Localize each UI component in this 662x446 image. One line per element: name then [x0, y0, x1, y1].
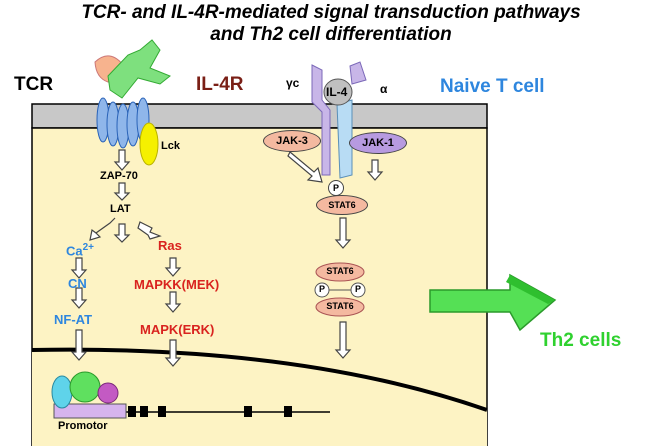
tcr-label: TCR	[14, 74, 54, 95]
stat6-dimer-bottom-label: STAT6	[326, 301, 354, 311]
alpha-chain-top	[349, 61, 367, 85]
th2-cells-label: Th2 cells	[540, 330, 622, 351]
cn-label: CN	[68, 276, 87, 291]
mapk-label: MAPK(ERK)	[140, 322, 215, 337]
title-line-2: and Th2 cell differentiation	[210, 24, 452, 45]
promoter-box	[53, 403, 127, 419]
lat-label: LAT	[110, 203, 131, 215]
tf-purple	[97, 382, 119, 404]
nfat-label: NF-AT	[54, 312, 93, 327]
mapkk-label: MAPKK(MEK)	[134, 277, 220, 292]
p-left-label: P	[318, 284, 325, 294]
title-line-1: TCR- and IL-4R-mediated signal transduct…	[81, 2, 581, 23]
zap70-label: ZAP-70	[100, 170, 138, 182]
alpha-label: α	[380, 82, 388, 96]
ca-label: Ca2+	[66, 242, 95, 259]
nucleus-area	[32, 349, 487, 446]
tf-green	[69, 371, 101, 403]
lck-label: Lck	[161, 140, 180, 152]
jak3-pill: JAK-3	[263, 130, 321, 152]
stat6-dimer-bottom-shape	[315, 297, 365, 317]
il4r-label: IL-4R	[196, 74, 244, 95]
tcr-complex	[96, 97, 150, 149]
stat6-pill: STAT6	[316, 195, 368, 215]
promotor-label: Promotor	[58, 420, 108, 432]
tf-cyan	[51, 375, 73, 409]
stat6-dimer-top-label: STAT6	[326, 266, 354, 276]
naive-t-cell-label: Naive T cell	[440, 76, 545, 97]
nuclear-membrane	[31, 347, 488, 412]
p-right-label: P	[354, 284, 361, 294]
jak1-pill: JAK-1	[349, 132, 407, 154]
mhc-green-domain	[107, 39, 171, 99]
il4-ligand-shape	[323, 78, 353, 106]
ras-label: Ras	[158, 238, 182, 253]
stat6-dimer-top-shape	[315, 262, 365, 282]
p-phospho-pill: P	[328, 180, 344, 196]
lck-shape	[139, 122, 159, 166]
gamma-c-chain	[311, 64, 331, 176]
il4-label: IL-4	[326, 85, 348, 99]
gamma-c-label: γc	[286, 76, 300, 90]
signal-arrows	[70, 149, 384, 367]
